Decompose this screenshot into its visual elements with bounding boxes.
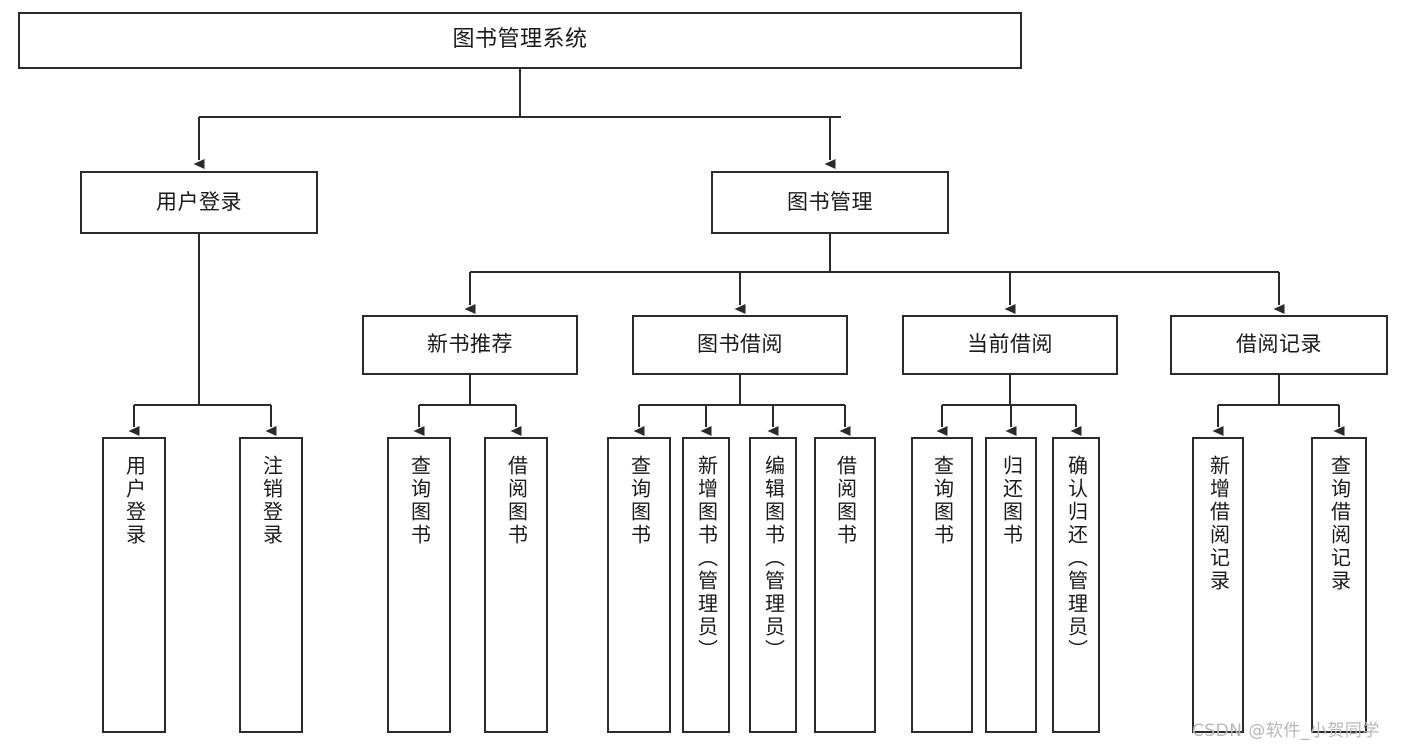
node-label: 编辑图书（管理员） [761, 455, 786, 662]
node-label: 归还图书 [999, 455, 1024, 547]
leaf-query-books-borrow[interactable]: 查询图书 [607, 437, 671, 733]
leaf-edit-book-admin[interactable]: 编辑图书（管理员） [749, 437, 797, 733]
leaf-query-borrow-record[interactable]: 查询借阅记录 [1311, 437, 1367, 733]
node-label: 借阅图书 [504, 455, 529, 547]
node-label: 用户登录 [156, 189, 242, 214]
node-label: 借阅记录 [1236, 332, 1322, 357]
node-label: 查询图书 [627, 455, 652, 547]
leaf-add-book-admin[interactable]: 新增图书（管理员） [682, 437, 730, 733]
node-label: 确认归还（管理员） [1064, 455, 1089, 662]
leaf-borrow-books[interactable]: 借阅图书 [814, 437, 876, 733]
node-label: 查询借阅记录 [1327, 455, 1352, 593]
node-current-borrow[interactable]: 当前借阅 [902, 315, 1118, 375]
node-label: 查询图书 [407, 455, 432, 547]
leaf-add-borrow-record[interactable]: 新增借阅记录 [1192, 437, 1244, 733]
node-root-system[interactable]: 图书管理系统 [18, 12, 1022, 69]
leaf-user-login[interactable]: 用户登录 [102, 437, 166, 733]
node-label: 新书推荐 [427, 332, 513, 357]
node-label: 注销登录 [259, 455, 284, 547]
leaf-logout[interactable]: 注销登录 [239, 437, 303, 733]
node-label: 新增借阅记录 [1206, 455, 1231, 593]
node-label: 借阅图书 [833, 455, 858, 547]
leaf-query-books-current[interactable]: 查询图书 [911, 437, 973, 733]
node-label: 当前借阅 [967, 332, 1053, 357]
node-label: 新增图书（管理员） [694, 455, 719, 662]
node-label: 用户登录 [122, 455, 147, 547]
node-label: 图书管理 [787, 189, 873, 214]
leaf-borrow-books-recommend[interactable]: 借阅图书 [484, 437, 548, 733]
leaf-return-books[interactable]: 归还图书 [985, 437, 1037, 733]
node-user-login[interactable]: 用户登录 [80, 171, 318, 234]
node-new-book-recommend[interactable]: 新书推荐 [362, 315, 578, 375]
csdn-watermark: CSDN @软件_小贺同学 [1192, 721, 1380, 741]
node-book-management[interactable]: 图书管理 [711, 171, 949, 234]
node-label: 图书借阅 [697, 332, 783, 357]
node-borrow-record[interactable]: 借阅记录 [1170, 315, 1388, 375]
leaf-confirm-return-admin[interactable]: 确认归还（管理员） [1052, 437, 1100, 733]
node-book-borrow[interactable]: 图书借阅 [632, 315, 848, 375]
leaf-query-books-recommend[interactable]: 查询图书 [387, 437, 451, 733]
node-label: 查询图书 [930, 455, 955, 547]
node-label: 图书管理系统 [452, 27, 588, 53]
